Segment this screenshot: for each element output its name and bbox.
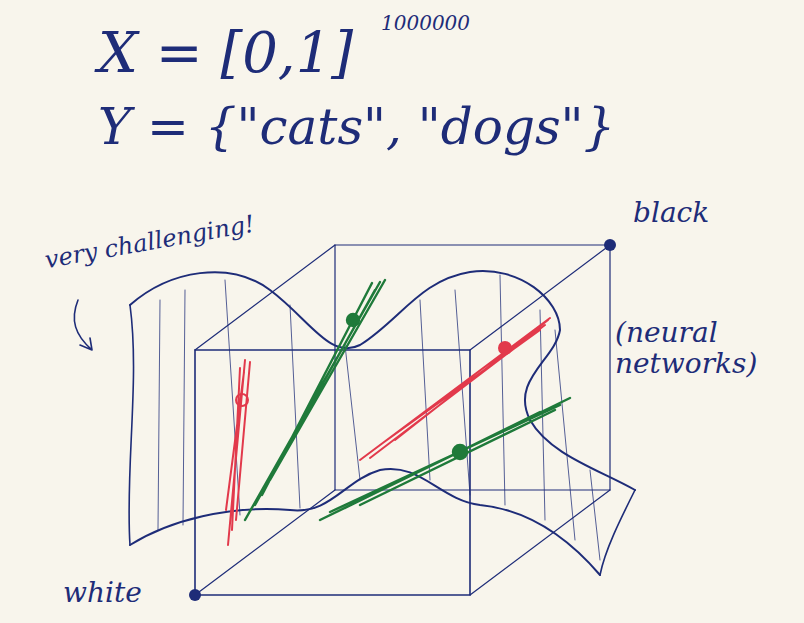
corner-label: white	[60, 578, 145, 609]
dimension-exponent: 1000000	[378, 12, 473, 34]
corner-label: black	[630, 198, 712, 229]
callout-note: very challenging!	[40, 210, 259, 274]
label-set-definition: Y = {"cats", "dogs"}	[95, 100, 618, 155]
method-note: (neural networks)	[612, 318, 788, 380]
space-definition: X = [0,1]	[95, 22, 356, 84]
